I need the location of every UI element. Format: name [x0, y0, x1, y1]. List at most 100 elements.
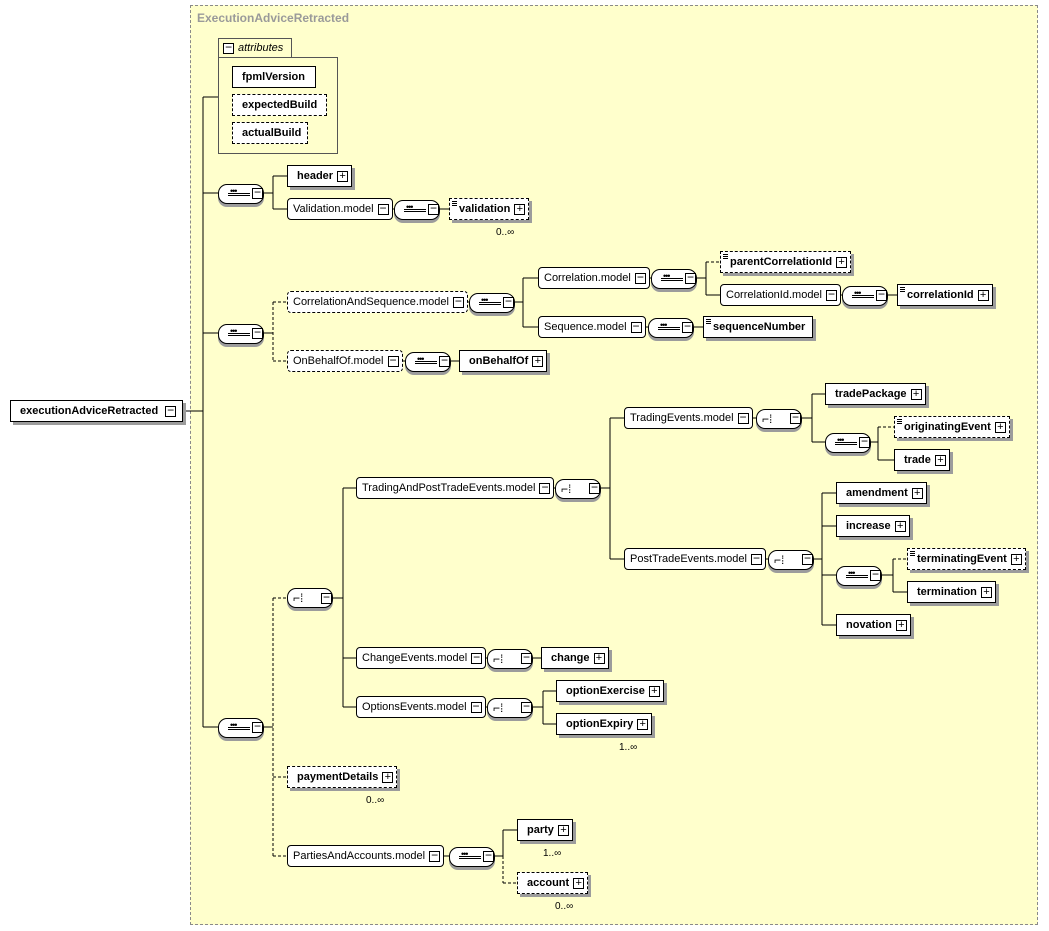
attribute-fpmlversion[interactable]: fpmlVersion [232, 66, 316, 88]
element-party[interactable]: party+ [517, 819, 573, 841]
element-originatingevent[interactable]: originatingEvent+ [894, 416, 1010, 438]
collapse-icon[interactable]: − [634, 270, 646, 284]
group-onbehalfof-model[interactable]: OnBehalfOf.model− [287, 350, 403, 372]
expand-icon[interactable]: + [532, 356, 544, 367]
collapse-icon[interactable]: − [630, 319, 642, 333]
element-account[interactable]: account+ [517, 872, 589, 894]
element-parentcorrelationid[interactable]: parentCorrelationId+ [720, 251, 852, 273]
doc-icon [897, 419, 902, 424]
collapse-icon[interactable]: − [223, 40, 234, 54]
group-posttradeevents-model[interactable]: PostTradeEvents.model− [624, 548, 766, 570]
root-label: executionAdviceRetracted [20, 405, 159, 417]
expand-icon[interactable]: + [934, 455, 946, 466]
collapse-icon[interactable]: − [682, 319, 693, 333]
cardinality: 0..∞ [496, 227, 515, 238]
element-validation[interactable]: validation+ [449, 198, 530, 220]
collapse-icon[interactable]: − [750, 551, 762, 565]
expand-icon[interactable]: + [637, 719, 649, 730]
collapse-icon[interactable]: − [165, 403, 177, 417]
collapse-icon[interactable]: − [483, 848, 494, 862]
element-optionexpiry[interactable]: optionExpiry+ [556, 713, 653, 735]
expand-icon[interactable]: + [910, 389, 922, 400]
collapse-icon[interactable]: − [876, 287, 887, 301]
element-tradepackage[interactable]: tradePackage+ [825, 383, 926, 405]
element-increase[interactable]: increase+ [836, 515, 910, 537]
expand-icon[interactable]: + [557, 825, 569, 836]
collapse-icon[interactable]: − [589, 480, 600, 494]
element-paymentdetails[interactable]: paymentDetails+ [287, 766, 398, 788]
collapse-icon[interactable]: − [826, 287, 837, 301]
expand-icon[interactable]: + [648, 686, 660, 697]
expand-icon[interactable]: + [514, 204, 526, 215]
collapse-icon[interactable]: − [539, 480, 551, 494]
group-correlationid-model[interactable]: CorrelationId.model− [720, 284, 841, 306]
doc-icon [910, 551, 915, 556]
sequence-icon [228, 186, 250, 196]
collapse-icon[interactable]: − [859, 434, 870, 448]
group-sequence-model[interactable]: Sequence.model− [538, 316, 646, 338]
element-trade[interactable]: trade+ [894, 449, 950, 471]
expand-icon[interactable]: + [894, 521, 906, 532]
collapse-icon[interactable]: − [521, 699, 532, 713]
collapse-icon[interactable]: − [870, 567, 881, 581]
expand-icon[interactable]: + [573, 878, 585, 889]
element-novation[interactable]: novation+ [836, 614, 911, 636]
attribute-actualbuild[interactable]: actualBuild [232, 122, 308, 144]
collapse-icon[interactable]: − [252, 719, 263, 733]
collapse-icon[interactable]: − [439, 353, 450, 367]
expand-icon[interactable]: + [593, 653, 605, 664]
group-tradingandposttradeevents-model[interactable]: TradingAndPostTradeEvents.model− [356, 477, 555, 499]
attributes-tab: − attributes [218, 38, 292, 58]
collapse-icon[interactable]: − [429, 848, 441, 862]
choice-icon: ⌐⁞ [774, 553, 785, 567]
group-tradingevents-model[interactable]: TradingEvents.model− [624, 407, 753, 429]
element-correlationid[interactable]: correlationId+ [897, 284, 993, 306]
element-sequencenumber[interactable]: sequenceNumber [703, 316, 814, 338]
collapse-icon[interactable]: − [377, 201, 389, 215]
expand-icon[interactable]: + [337, 171, 349, 182]
collapse-icon[interactable]: − [802, 551, 813, 565]
collapse-icon[interactable]: − [470, 699, 482, 713]
attribute-expectedbuild[interactable]: expectedBuild [232, 94, 327, 116]
expand-icon[interactable]: + [977, 290, 989, 301]
expand-icon[interactable]: + [911, 488, 923, 499]
element-terminatingevent[interactable]: terminatingEvent+ [907, 548, 1026, 570]
collapse-icon[interactable]: − [521, 650, 532, 664]
collapse-icon[interactable]: − [503, 294, 514, 308]
group-changeevents-model[interactable]: ChangeEvents.model− [356, 647, 487, 669]
collapse-icon[interactable]: − [471, 650, 483, 664]
collapse-icon[interactable]: − [252, 185, 263, 199]
element-optionexercise[interactable]: optionExercise+ [556, 680, 664, 702]
root-element[interactable]: executionAdviceRetracted − [10, 400, 184, 422]
group-correlation-model[interactable]: Correlation.model− [538, 267, 650, 289]
collapse-icon[interactable]: − [790, 410, 801, 424]
expand-icon[interactable]: + [836, 257, 848, 268]
expand-icon[interactable]: + [980, 587, 992, 598]
element-amendment[interactable]: amendment+ [836, 482, 927, 504]
collapse-icon[interactable]: − [685, 270, 696, 284]
expand-icon[interactable]: + [895, 620, 907, 631]
group-correlationandsequence-model[interactable]: CorrelationAndSequence.model− [287, 291, 468, 313]
collapse-icon[interactable]: − [428, 201, 439, 215]
collapse-icon[interactable]: − [452, 294, 464, 308]
expand-icon[interactable]: + [382, 772, 394, 783]
doc-icon [452, 201, 457, 206]
group-validation-model[interactable]: Validation.model− [287, 198, 393, 220]
element-change[interactable]: change+ [541, 647, 609, 669]
expand-icon[interactable]: + [1010, 554, 1022, 565]
choice-icon: ⌐⁞ [493, 652, 504, 666]
group-optionsevents-model[interactable]: OptionsEvents.model− [356, 696, 486, 718]
sequence-icon [846, 568, 868, 578]
attributes-label: attributes [238, 42, 284, 54]
expand-icon[interactable]: + [994, 422, 1006, 433]
collapse-icon[interactable]: − [252, 325, 263, 339]
collapse-icon[interactable]: − [321, 590, 332, 604]
group-partiesandaccounts-model[interactable]: PartiesAndAccounts.model− [287, 845, 445, 867]
element-onbehalfof[interactable]: onBehalfOf+ [459, 350, 548, 372]
element-termination[interactable]: termination+ [907, 581, 996, 603]
element-header[interactable]: header+ [287, 165, 353, 187]
collapse-icon[interactable]: − [737, 410, 749, 424]
sequence-icon [852, 288, 874, 298]
collapse-icon[interactable]: − [387, 353, 399, 367]
